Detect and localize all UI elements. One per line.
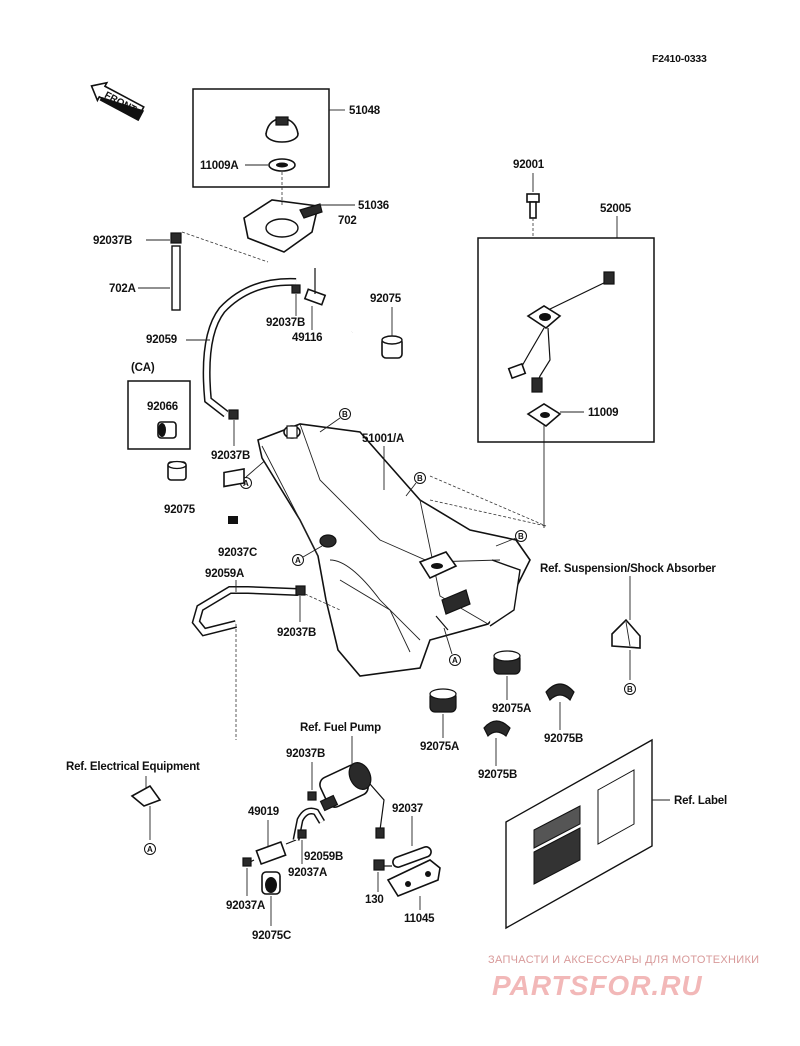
watermark-logo: PARTSFOR.RU	[492, 970, 703, 1001]
ca-box	[127, 380, 191, 450]
label-92059A: 92059A	[205, 568, 244, 580]
grommet-92075-a	[381, 335, 403, 359]
label-92059B: 92059B	[304, 851, 343, 863]
electrical-bracket	[130, 784, 162, 840]
label-92037B-d: 92037B	[277, 627, 316, 639]
clamp-92037A-b	[242, 857, 252, 867]
clamp-92037B-b	[291, 284, 301, 294]
fuel-gauge-box	[477, 237, 655, 443]
label-92075A-b: 92075A	[420, 741, 459, 753]
label-92075B-a: 92075B	[544, 733, 583, 745]
label-92066: 92066	[147, 401, 178, 413]
ref-suspension-label: Ref. Suspension/Shock Absorber	[540, 563, 716, 575]
damper-92075C	[261, 871, 281, 895]
label-92037B-a: 92037B	[93, 235, 132, 247]
hose-92059A	[191, 586, 299, 637]
label-92037B-b: 92037B	[266, 317, 305, 329]
bracket-11045	[386, 859, 441, 897]
marker-A-2: A	[292, 554, 304, 566]
svg-text:A: A	[147, 845, 153, 854]
clamp-92037A-a	[297, 829, 307, 839]
svg-text:B: B	[627, 685, 633, 694]
clamp-92037B-c	[228, 409, 239, 420]
label-92037B-c: 92037B	[211, 450, 250, 462]
label-92075B-b: 92075B	[478, 769, 517, 781]
marker-B-4: B	[624, 683, 636, 695]
grommet-92075B-b	[483, 720, 511, 738]
hose-702A	[171, 245, 181, 311]
gasket-11009	[526, 403, 562, 428]
label-92037A-b: 92037A	[226, 900, 265, 912]
label-11045: 11045	[404, 913, 435, 925]
label-702A: 702A	[109, 283, 136, 295]
label-92037C: 92037C	[218, 547, 257, 559]
watermark-tagline: ЗАПЧАСТИ И АКСЕССУАРЫ ДЛЯ МОТОТЕХНИКИ	[488, 954, 759, 966]
bolt-92001	[526, 193, 540, 219]
label-92037: 92037	[392, 803, 423, 815]
grommet-92075B-a	[545, 683, 575, 702]
label-92037B-e: 92037B	[286, 748, 325, 760]
fuel-cap	[265, 116, 299, 143]
svg-text:B: B	[417, 474, 423, 483]
grommet-92075-b	[167, 460, 187, 481]
band-92037	[392, 846, 432, 868]
fuel-gauge-sender-52005	[507, 271, 615, 393]
label-sheet	[505, 738, 653, 930]
diagram-code: F2410-0333	[652, 53, 707, 65]
ref-label-text: Ref. Label	[674, 795, 727, 807]
label-49116: 49116	[292, 332, 322, 344]
front-arrow-icon: FRONT	[90, 81, 145, 122]
fuel-tank-51001A	[257, 423, 531, 677]
marker-A-3: A	[449, 654, 461, 666]
svg-text:A: A	[295, 556, 301, 565]
label-92075C: 92075C	[252, 930, 291, 942]
cap-base-51036	[243, 199, 323, 253]
ref-electrical-label: Ref. Electrical Equipment	[66, 761, 200, 773]
label-92037A-a: 92037A	[288, 867, 327, 879]
marker-B-2: B	[414, 472, 426, 484]
marker-B-3: B	[515, 530, 527, 542]
marker-A-4: A	[144, 843, 156, 855]
valve-49116	[303, 268, 327, 306]
label-51001A: 51001/A	[362, 433, 404, 445]
clamp-92037B-d	[295, 585, 306, 596]
label-92059: 92059	[146, 334, 177, 346]
label-49019: 49019	[248, 806, 279, 818]
svg-text:A: A	[243, 479, 249, 488]
label-51048: 51048	[349, 105, 381, 117]
label-51036: 51036	[358, 200, 389, 212]
label-92075-a: 92075	[370, 293, 402, 305]
clamp-92037B-a	[170, 232, 182, 244]
svg-text:A: A	[452, 656, 458, 665]
cap-box	[192, 88, 330, 188]
label-702: 702	[338, 215, 357, 227]
label-92075-b: 92075	[164, 504, 196, 516]
label-130: 130	[365, 894, 384, 906]
clip-92037C	[223, 468, 245, 524]
grommet-92075A-a	[493, 650, 521, 675]
clamp-92037B-e	[307, 791, 317, 801]
svg-text:B: B	[342, 410, 348, 419]
label-52005: 52005	[600, 203, 632, 215]
fuel-pump	[319, 762, 385, 839]
part-92066	[157, 421, 177, 439]
label-11009: 11009	[588, 407, 618, 419]
hose-92059	[202, 277, 297, 418]
label-11009A: 11009A	[200, 160, 238, 172]
bolt-130	[373, 859, 392, 871]
grommet-92075A-b	[429, 688, 457, 713]
label-92075A-a: 92075A	[492, 703, 531, 715]
label-CA: (CA)	[131, 362, 155, 374]
cap-gasket	[268, 158, 296, 172]
fuel-filter-49019	[245, 839, 297, 866]
bracket-suspension	[611, 618, 641, 649]
label-92001: 92001	[513, 159, 545, 171]
svg-text:B: B	[518, 532, 524, 541]
marker-B-1: B	[339, 408, 351, 420]
ref-fuel-pump-label: Ref. Fuel Pump	[300, 722, 381, 734]
